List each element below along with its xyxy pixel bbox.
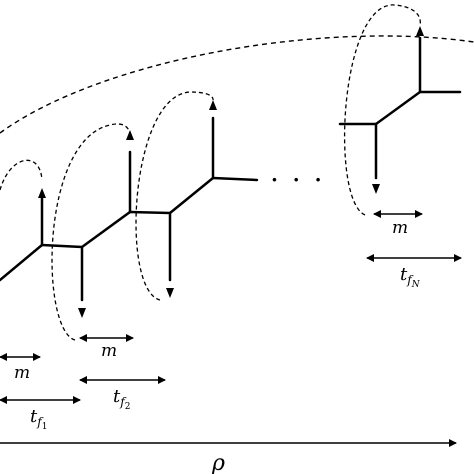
chain-segment-2 [40, 243, 84, 249]
tfN-label: tfN [400, 264, 421, 290]
tf1-base: t [30, 406, 38, 427]
vertical-stubs [40, 36, 422, 302]
fiber-chain [0, 90, 462, 282]
arrowhead-down-4 [372, 184, 380, 194]
tf1-sub: f [36, 415, 44, 429]
loop-1 [0, 159, 43, 191]
dashed-loops [0, 4, 421, 341]
arrowhead-up-3 [209, 100, 217, 110]
m-label-mid: m [101, 341, 117, 361]
tfN-sub: f [406, 273, 414, 287]
m-label-left: m [14, 363, 30, 383]
chain-segment-4 [128, 210, 172, 215]
outer-dashed-arc [0, 35, 474, 134]
measure-arrows [0, 210, 462, 447]
loop-4 [343, 4, 421, 216]
chain-segment-1 [0, 243, 44, 282]
ellipsis: . . . [270, 155, 325, 188]
chain-segment-6 [211, 176, 259, 182]
arrowhead-down-2 [166, 288, 174, 298]
tfN-base: t [400, 264, 408, 285]
chain-segment-5 [168, 176, 215, 215]
m-label-right: m [392, 218, 408, 238]
tf2-label: tf2 [113, 386, 130, 412]
arrowhead-down-1 [78, 308, 86, 318]
loop-3 [135, 91, 214, 301]
tf2-sub: f [119, 395, 127, 409]
tf2-subsub: 2 [125, 402, 131, 412]
tf1-label: tf1 [30, 406, 47, 432]
arrowhead-up-1 [38, 188, 46, 198]
tfN-subsub: N [411, 280, 421, 290]
chain-segment-8 [374, 90, 422, 126]
tf1-subsub: 1 [42, 422, 48, 432]
tf2-base: t [113, 386, 121, 407]
stub-arrowheads [38, 26, 424, 318]
chain-segment-3 [80, 210, 132, 249]
rho-label: ρ [211, 451, 225, 474]
arrowhead-up-4 [416, 26, 424, 36]
loop-2 [51, 123, 131, 341]
